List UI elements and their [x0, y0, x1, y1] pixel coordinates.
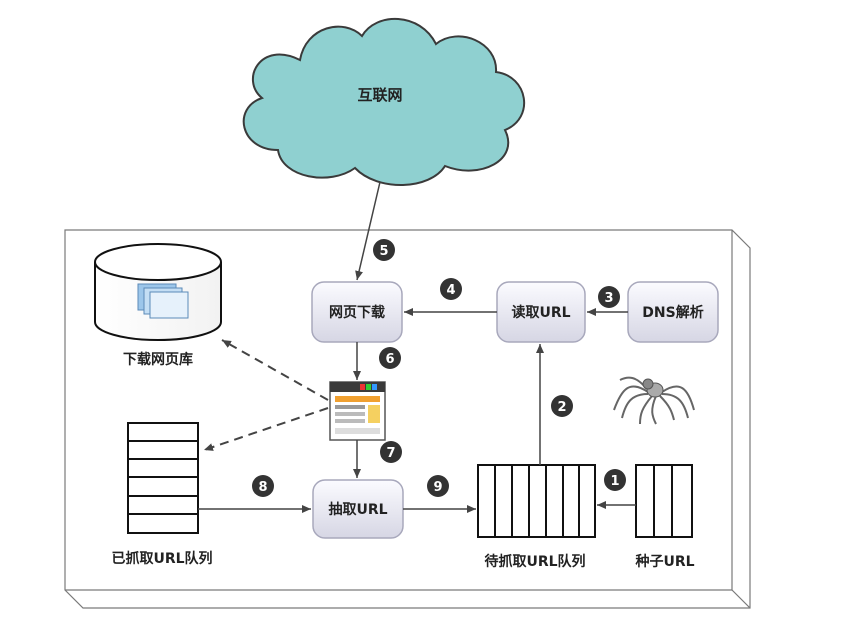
internet-cloud: 互联网	[242, 17, 526, 186]
svg-text:3: 3	[604, 291, 613, 306]
step-badge-1: 1	[604, 469, 626, 491]
svg-text:9: 9	[433, 480, 442, 495]
seed-url-box	[635, 464, 693, 538]
page-store-label: 下载网页库	[123, 351, 193, 368]
svg-text:DNS解析: DNS解析	[642, 304, 703, 321]
svg-text:1: 1	[610, 474, 619, 489]
folder-icon	[137, 283, 189, 319]
seed-url-label: 种子URL	[634, 553, 694, 570]
webpage-icon	[329, 381, 386, 441]
step-badge-4: 4	[440, 278, 462, 300]
arrow-cloud-to-download	[355, 181, 381, 281]
svg-text:6: 6	[385, 352, 394, 367]
step-badge-5: 5	[373, 239, 395, 261]
arrow-page-to-crawled	[203, 407, 329, 451]
arrows	[198, 181, 636, 513]
crawled-url-queue	[127, 422, 199, 534]
svg-text:网页下载: 网页下载	[329, 304, 385, 321]
svg-text:读取URL: 读取URL	[511, 304, 570, 321]
step-badge-8: 8	[252, 475, 274, 497]
arrow-page-to-store	[221, 339, 329, 401]
crawled-queue-label: 已抓取URL队列	[111, 550, 212, 567]
step-badge-2: 2	[551, 395, 573, 417]
svg-text:4: 4	[446, 283, 455, 298]
pending-queue-label: 待抓取URL队列	[484, 553, 585, 570]
cloud-label: 互联网	[357, 86, 402, 104]
node-download: 网页下载	[311, 281, 403, 343]
node-extract-url: 抽取URL	[312, 479, 404, 539]
svg-text:7: 7	[386, 446, 395, 461]
node-read-url: 读取URL	[496, 281, 586, 343]
svg-text:2: 2	[557, 400, 566, 415]
step-badge-9: 9	[427, 475, 449, 497]
node-dns: DNS解析	[627, 281, 719, 343]
step-badge-3: 3	[598, 286, 620, 308]
svg-text:抽取URL: 抽取URL	[328, 501, 387, 518]
page-store-cylinder	[94, 243, 222, 341]
svg-text:5: 5	[379, 244, 388, 259]
step-badge-6: 6	[379, 347, 401, 369]
step-badges: 1 2 3 4 5 6 7 8 9	[252, 239, 626, 497]
pending-url-queue	[477, 464, 596, 538]
svg-text:8: 8	[258, 480, 267, 495]
step-badge-7: 7	[380, 441, 402, 463]
spider-icon	[613, 376, 695, 425]
